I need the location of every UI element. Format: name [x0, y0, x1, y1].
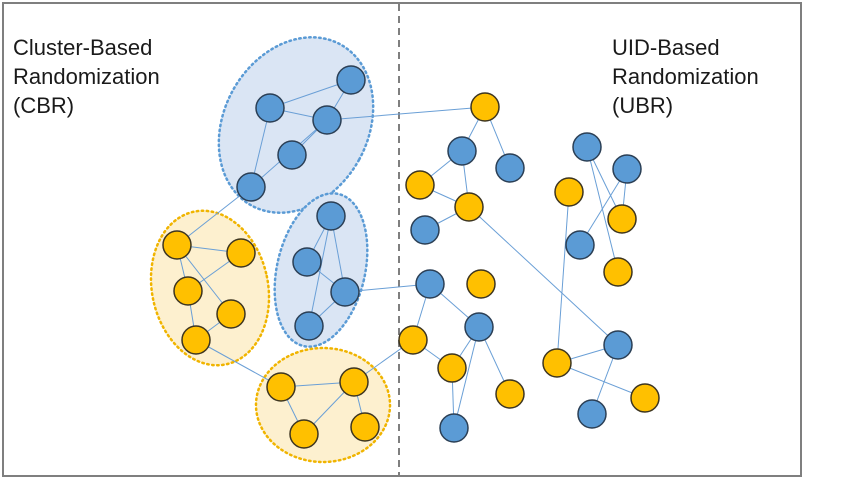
- blue-node-s2: [612, 154, 642, 184]
- cluster-yellow-bottom: [254, 346, 392, 464]
- cluster-blue-top: [217, 36, 375, 214]
- cbr-label-line-2: Randomization: [13, 64, 160, 89]
- yellow-node-d3: [289, 419, 319, 449]
- blue-node-b2: [292, 247, 322, 277]
- yellow-node-s3: [554, 177, 584, 207]
- yellow-node-d1: [266, 372, 296, 402]
- ubr-label-line-3: (UBR): [612, 93, 674, 118]
- blue-node-s10: [577, 399, 607, 429]
- edge-s8-s9: [556, 362, 646, 399]
- yellow-node-c5: [181, 325, 211, 355]
- blue-node-a4: [277, 140, 307, 170]
- yellow-node-c1: [162, 230, 192, 260]
- edge-r9-r13: [453, 326, 480, 429]
- yellow-node-r8: [466, 269, 496, 299]
- ubr-label-line-1: UID-Based: [612, 35, 720, 60]
- blue-node-b3: [330, 277, 360, 307]
- yellow-node-c3: [173, 276, 203, 306]
- blue-node-a3: [312, 105, 342, 135]
- ubr-label: UID-Based Randomization (UBR): [612, 33, 759, 120]
- blue-node-r7: [415, 269, 445, 299]
- yellow-node-d4: [350, 412, 380, 442]
- blue-node-s1: [572, 132, 602, 162]
- cbr-label-line-1: Cluster-Based: [13, 35, 153, 60]
- outer-frame: [2, 2, 802, 477]
- yellow-node-r11: [437, 353, 467, 383]
- yellow-node-r1: [470, 92, 500, 122]
- yellow-node-s4: [607, 204, 637, 234]
- ubr-label-line-2: Randomization: [612, 64, 759, 89]
- blue-node-a1: [336, 65, 366, 95]
- edge-r5-s7: [468, 206, 619, 346]
- blue-node-r9: [464, 312, 494, 342]
- cbr-label: Cluster-Based Randomization (CBR): [13, 33, 160, 120]
- blue-node-b4: [294, 311, 324, 341]
- yellow-node-s6: [603, 257, 633, 287]
- cbr-label-line-3: (CBR): [13, 93, 75, 118]
- node-group: [162, 65, 660, 449]
- yellow-node-r4: [405, 170, 435, 200]
- yellow-node-c2: [226, 238, 256, 268]
- yellow-node-s8: [542, 348, 572, 378]
- edge-s2-s5: [579, 168, 628, 246]
- edge-a5-c1: [176, 186, 252, 246]
- yellow-node-r5: [454, 192, 484, 222]
- blue-node-b1: [316, 201, 346, 231]
- blue-node-r13: [439, 413, 469, 443]
- blue-node-a2: [255, 93, 285, 123]
- blue-node-s7: [603, 330, 633, 360]
- yellow-node-r12: [495, 379, 525, 409]
- blue-node-s5: [565, 230, 595, 260]
- edge-b1-b4: [308, 215, 332, 327]
- edge-a3-r1: [326, 106, 486, 121]
- blue-node-r3: [495, 153, 525, 183]
- edge-s3-s8: [556, 191, 570, 364]
- edge-c5-d1: [195, 339, 282, 388]
- yellow-node-r10: [398, 325, 428, 355]
- yellow-node-c4: [216, 299, 246, 329]
- blue-node-r2: [447, 136, 477, 166]
- yellow-node-d2: [339, 367, 369, 397]
- yellow-node-s9: [630, 383, 660, 413]
- blue-node-r6: [410, 215, 440, 245]
- blue-node-a5: [236, 172, 266, 202]
- cluster-blue-mid: [273, 192, 369, 348]
